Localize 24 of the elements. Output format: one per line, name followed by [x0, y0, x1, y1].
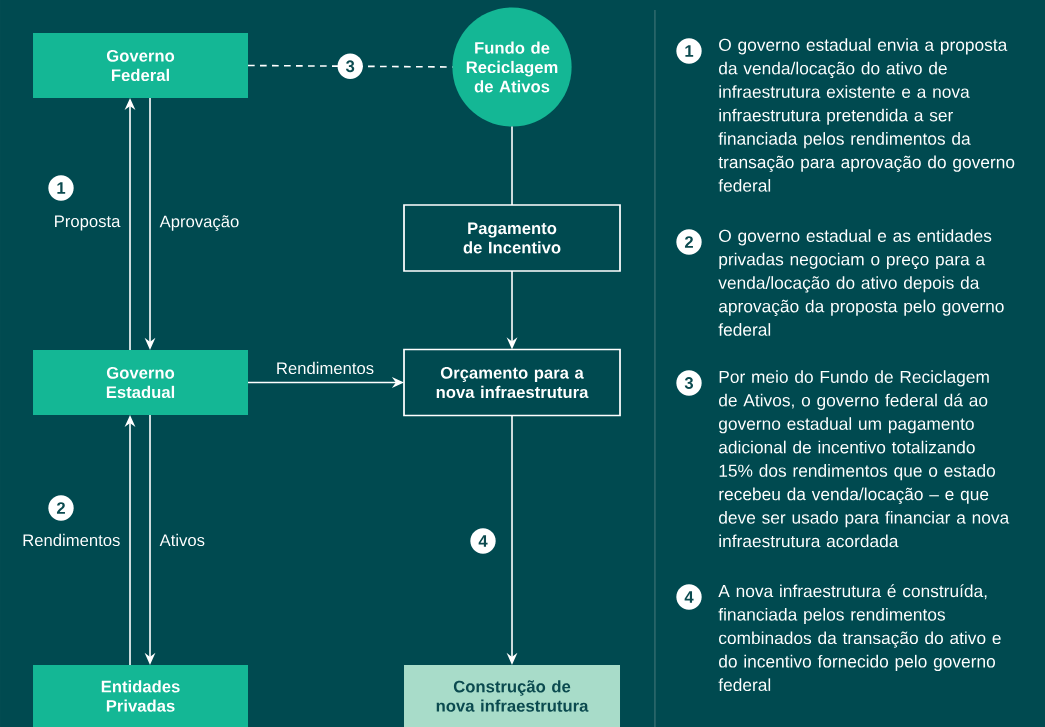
process-box: Governo Estadual	[33, 350, 248, 415]
callout-number: 3	[676, 370, 702, 396]
edge-label: Aprovação	[159, 215, 239, 231]
callout-number: 4	[470, 528, 496, 554]
process-box: Governo Federal	[33, 33, 248, 98]
callout-number: 2	[676, 229, 702, 255]
edge-label: Rendimentos	[23, 533, 120, 547]
process-box: Construção de nova infraestrutura	[404, 665, 620, 727]
edge-label: Rendimentos	[277, 361, 374, 375]
edge-label: Proposta	[55, 215, 121, 231]
process-box: Orçamento para a nova infraestrutura	[403, 348, 621, 417]
process-box: Entidades Privadas	[33, 665, 248, 727]
callout-number: 4	[676, 584, 702, 610]
callout-number: 2	[48, 495, 74, 521]
callout-number: 1	[676, 38, 702, 64]
connector-line	[511, 125, 513, 206]
description-text: Por meio do Fundo de Reciclagem de Ativos, o governo federal dá ao governo estadual um pagamento adicional de incentivo totalizando 15% dos rendimentos que o estado recebeu da venda/locação – e que deve ser usado para financiar a nova infraestrutura acordada	[719, 370, 1010, 548]
process-box: Pagamento de Incentivo	[403, 204, 621, 272]
description-text: O governo estadual e as entidades privadas negociam o preço para a venda/locação do ativo depois da aprovação da proposta pelo governo federal	[718, 229, 1004, 336]
description-text: O governo estadual envia a proposta da venda/locação do ativo de infraestrutura existente e a nova infraestrutura pretendida a ser financiada pelos rendimentos da transação para aprovação do governo federal	[718, 38, 1015, 192]
callout-number: 3	[337, 53, 363, 79]
edge-label: Ativos	[159, 533, 205, 547]
callout-number: 1	[48, 175, 74, 201]
description-text: A nova infraestrutura é construída, financiada pelos rendimentos combinados da transação do ativo e do incentivo fornecido pelo governo federal	[718, 584, 1001, 692]
